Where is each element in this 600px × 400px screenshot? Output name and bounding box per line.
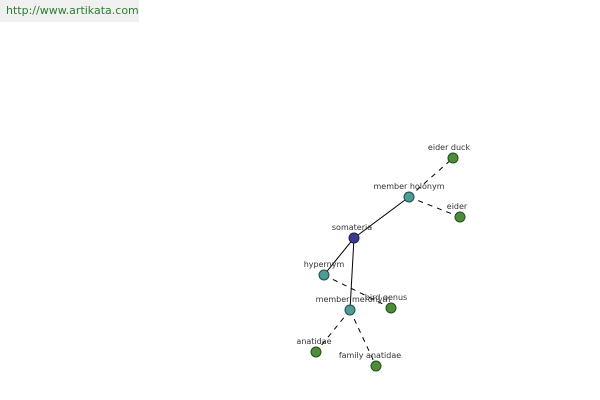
label-member-holonym[interactable]: member holonym [373, 182, 444, 191]
node-somateria[interactable] [348, 232, 360, 244]
edge-somateria-hypernym [323, 237, 355, 276]
edge-somateria-member-holonym [353, 196, 410, 239]
label-bird-genus[interactable]: bird genus [365, 293, 407, 302]
node-hypernym[interactable] [318, 269, 330, 281]
edge-member-meronym-family-anatidae [349, 309, 377, 367]
node-member-meronym[interactable] [344, 304, 356, 316]
graph-labels: eider duck member holonym eider somateri… [296, 143, 470, 360]
node-bird-genus[interactable] [385, 302, 397, 314]
label-somateria[interactable]: somateria [332, 223, 372, 232]
label-member-meronym[interactable]: member meronym [316, 295, 391, 304]
node-family-anatidae[interactable] [370, 360, 382, 372]
label-hypernym[interactable]: hypernym [304, 260, 345, 269]
label-eider[interactable]: eider [447, 202, 468, 211]
watermark-link[interactable]: http://www.artikata.com [0, 0, 139, 22]
edge-somateria-member-meronym [349, 237, 355, 311]
graph-edges [315, 157, 461, 367]
label-family-anatidae[interactable]: family anatidae [339, 351, 401, 360]
node-anatidae[interactable] [310, 346, 322, 358]
node-member-holonym[interactable] [403, 191, 415, 203]
label-eider-duck[interactable]: eider duck [428, 143, 471, 152]
label-anatidae[interactable]: anatidae [296, 337, 331, 346]
edge-member-holonym-eider-duck [408, 157, 454, 198]
graph-nodes [310, 152, 466, 372]
node-eider-duck[interactable] [447, 152, 459, 164]
edge-hypernym-bird-genus [323, 274, 392, 309]
node-eider[interactable] [454, 211, 466, 223]
